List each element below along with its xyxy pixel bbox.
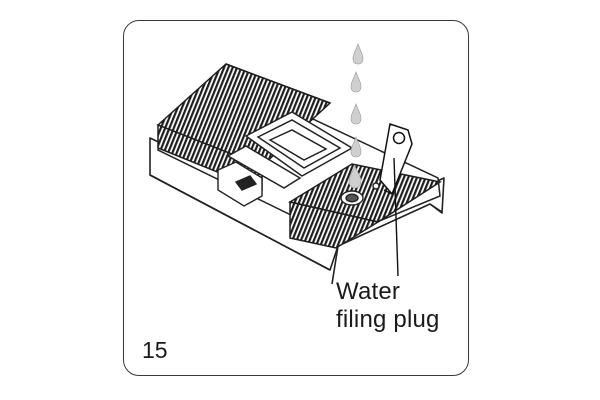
callout-line-1: Water — [336, 278, 401, 305]
water-drop — [352, 43, 364, 65]
water-filling-plug — [379, 123, 413, 196]
right-ribbed-housing — [288, 163, 442, 249]
water-reservoir-tray — [226, 111, 354, 189]
water-drop — [348, 165, 362, 189]
water-drop — [350, 71, 362, 93]
water-drops — [348, 43, 364, 189]
water-drop — [350, 136, 362, 158]
side-switch — [217, 161, 263, 207]
callout-leader-line — [393, 157, 399, 277]
filler-port — [340, 182, 380, 206]
water-drop — [350, 103, 362, 125]
step-number: 15 — [142, 337, 168, 363]
callout-line-2: filing plug — [336, 306, 440, 333]
callout-label: Water filing plug — [336, 278, 476, 334]
